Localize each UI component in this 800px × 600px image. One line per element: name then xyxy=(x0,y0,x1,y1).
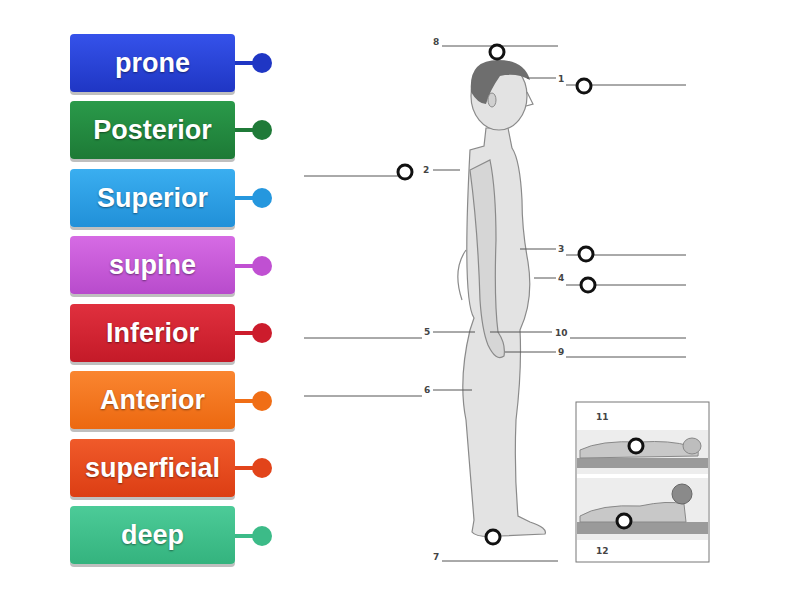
drop-target xyxy=(581,278,595,292)
term-label: deep xyxy=(121,520,184,551)
stub-dot xyxy=(252,526,272,546)
callout-number: 5 xyxy=(424,327,430,337)
drop-target xyxy=(398,165,412,179)
term-button: superficial xyxy=(70,439,235,497)
term-button: Superior xyxy=(70,169,235,227)
prone-body xyxy=(580,502,686,522)
hair xyxy=(471,60,530,104)
drop-target xyxy=(617,514,631,528)
answer-line xyxy=(304,176,400,177)
callout-number: 1 xyxy=(558,74,564,84)
drop-target xyxy=(486,530,500,544)
callout-number: 8 xyxy=(433,37,439,47)
leader-line xyxy=(490,332,552,333)
nose xyxy=(526,92,533,106)
table xyxy=(577,522,708,534)
stub-dot xyxy=(252,53,272,73)
stub-dot xyxy=(252,391,272,411)
leader-line xyxy=(433,332,475,333)
callout-number: 10 xyxy=(555,328,568,338)
callout-number: 9 xyxy=(558,347,564,357)
term-label: Superior xyxy=(97,183,208,214)
term-label: prone xyxy=(115,48,190,79)
term-button: prone xyxy=(70,34,235,92)
callout-number: 12 xyxy=(596,546,609,556)
term-button: Posterior xyxy=(70,101,235,159)
prone-head xyxy=(672,484,692,504)
callout-number: 11 xyxy=(596,412,609,422)
stub-dot xyxy=(252,458,272,478)
leader-line xyxy=(433,170,460,171)
leader-line xyxy=(442,561,558,562)
leader-line xyxy=(433,390,472,391)
answer-line xyxy=(304,338,422,339)
stub-dot xyxy=(252,323,272,343)
buttock-outline xyxy=(458,250,466,300)
callout-number: 6 xyxy=(424,385,430,395)
term-button: Inferior xyxy=(70,304,235,362)
inset-photo xyxy=(577,478,708,540)
answer-line xyxy=(570,338,686,339)
leader-line xyxy=(505,352,556,353)
callout-number: 3 xyxy=(558,244,564,254)
term-button: supine xyxy=(70,236,235,294)
term-label: Posterior xyxy=(93,115,212,146)
drop-targets xyxy=(398,45,643,544)
inset-frame xyxy=(576,402,709,562)
leader-line xyxy=(527,78,556,79)
standing-figure xyxy=(458,60,546,537)
term-label: Inferior xyxy=(106,318,199,349)
stub-dot xyxy=(252,120,272,140)
inset-photo xyxy=(577,430,708,474)
drop-target xyxy=(577,79,591,93)
callout-number: 4 xyxy=(558,273,564,283)
term-button: Anterior xyxy=(70,371,235,429)
stub-dot xyxy=(252,188,272,208)
callout-number: 2 xyxy=(423,165,429,175)
leader-line xyxy=(520,249,556,250)
drop-target xyxy=(629,439,643,453)
term-label: superficial xyxy=(85,453,220,484)
callout-number: 7 xyxy=(433,552,439,562)
drop-target xyxy=(490,45,504,59)
table xyxy=(577,458,708,468)
ear xyxy=(488,93,496,107)
term-button: deep xyxy=(70,506,235,564)
term-label: supine xyxy=(109,250,196,281)
term-label: Anterior xyxy=(100,385,205,416)
supine-head xyxy=(683,438,701,454)
button-stubs xyxy=(234,53,272,546)
drop-target xyxy=(579,247,593,261)
answer-line xyxy=(566,357,686,358)
arm xyxy=(470,160,504,358)
position-inset xyxy=(576,402,709,562)
leader-line xyxy=(534,278,556,279)
stub-dot xyxy=(252,256,272,276)
answer-line xyxy=(304,396,422,397)
